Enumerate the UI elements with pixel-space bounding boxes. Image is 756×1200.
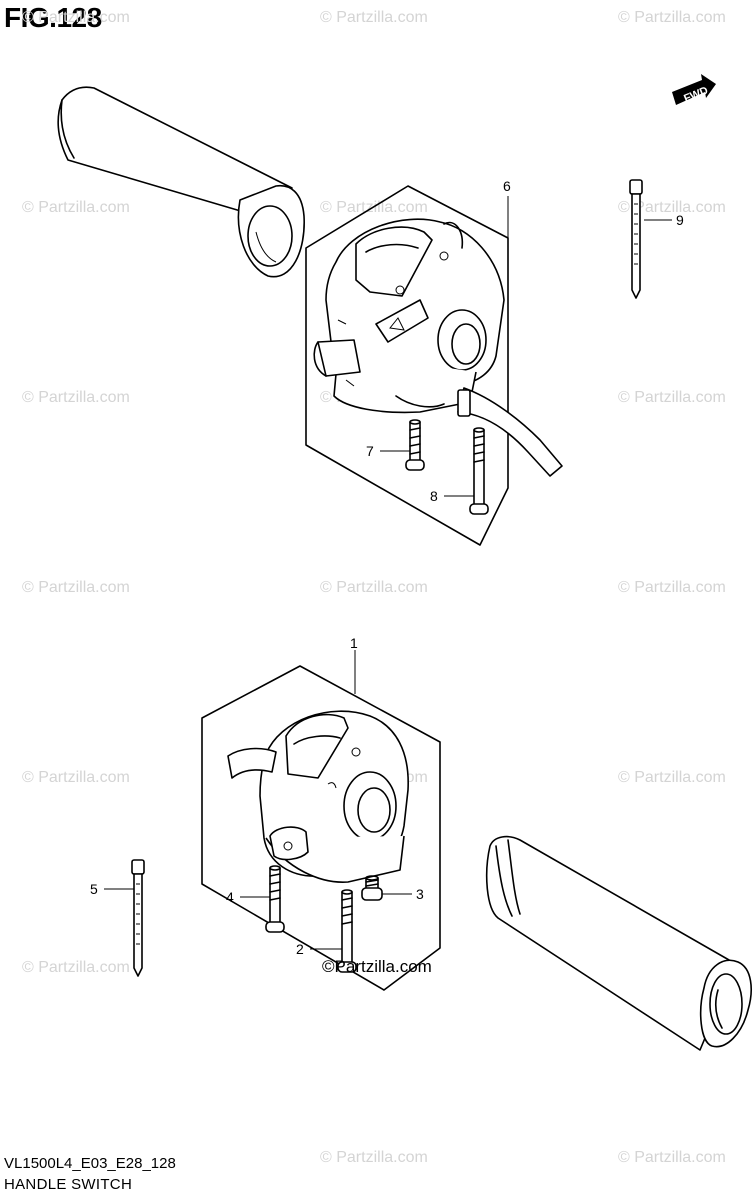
watermark-text: © Partzilla.com xyxy=(22,199,130,216)
watermark-text: © Partzilla.com xyxy=(618,579,726,596)
screw-7 xyxy=(405,419,425,471)
cable-tie-9 xyxy=(629,179,643,299)
callout-1: 1 xyxy=(350,635,358,651)
left-switch-housing xyxy=(259,710,409,883)
screw-2 xyxy=(337,889,357,973)
callout-3: 3 xyxy=(416,886,424,902)
watermark-grid: © Partzilla.com © Partzilla.com © Partzi… xyxy=(22,9,726,1166)
callout-7: 7 xyxy=(366,443,374,459)
watermark-text: © Partzilla.com xyxy=(618,769,726,786)
forward-direction-arrow-icon: FWD xyxy=(672,74,716,105)
watermark-text: © Partzilla.com xyxy=(618,199,726,216)
watermark-text: © Partzilla.com xyxy=(618,1149,726,1166)
leader-lines xyxy=(104,196,672,950)
left-handle-grip xyxy=(485,835,752,1051)
callout-5: 5 xyxy=(90,881,98,897)
callout-6: 6 xyxy=(503,178,511,194)
watermark-text: © Partzilla.com xyxy=(22,389,130,406)
right-switch-wire-harness xyxy=(457,387,563,477)
screw-8 xyxy=(469,427,489,515)
watermark-text: © Partzilla.com xyxy=(320,579,428,596)
brand-credit: ©Partzilla.com xyxy=(322,957,432,976)
watermark-text: © Partzilla.com xyxy=(22,959,130,976)
left-switch-wire-harness xyxy=(227,747,277,779)
watermark-text: © Partzilla.com xyxy=(22,9,130,26)
screw-3 xyxy=(361,875,383,901)
cable-tie-5 xyxy=(131,859,145,977)
watermark-text: © Partzilla.com xyxy=(22,579,130,596)
watermark-text: © Partzilla.com xyxy=(618,9,726,26)
figure-title: FIG.128 xyxy=(4,2,102,33)
right-switch-housing xyxy=(313,218,505,414)
callout-9: 9 xyxy=(676,212,684,228)
callout-4: 4 xyxy=(226,889,234,905)
watermark-text: © Partzilla.com xyxy=(618,389,726,406)
callout-2: 2 xyxy=(296,941,304,957)
right-switch-group-frame xyxy=(305,185,509,546)
callout-8: 8 xyxy=(430,488,438,504)
left-switch-group-frame xyxy=(201,665,441,991)
right-handle-grip xyxy=(57,86,305,278)
figure-model-code: VL1500L4_E03_E28_128 xyxy=(4,1155,176,1172)
figure-section-name: HANDLE SWITCH xyxy=(4,1176,133,1193)
watermark-text: © Partzilla.com xyxy=(320,9,428,26)
watermark-text: © Partzilla.com xyxy=(320,1149,428,1166)
watermark-text: © Partzilla.com xyxy=(22,769,130,786)
callout-numbers: 1 2 3 4 5 6 7 8 9 xyxy=(90,178,684,957)
screw-4 xyxy=(265,865,285,933)
